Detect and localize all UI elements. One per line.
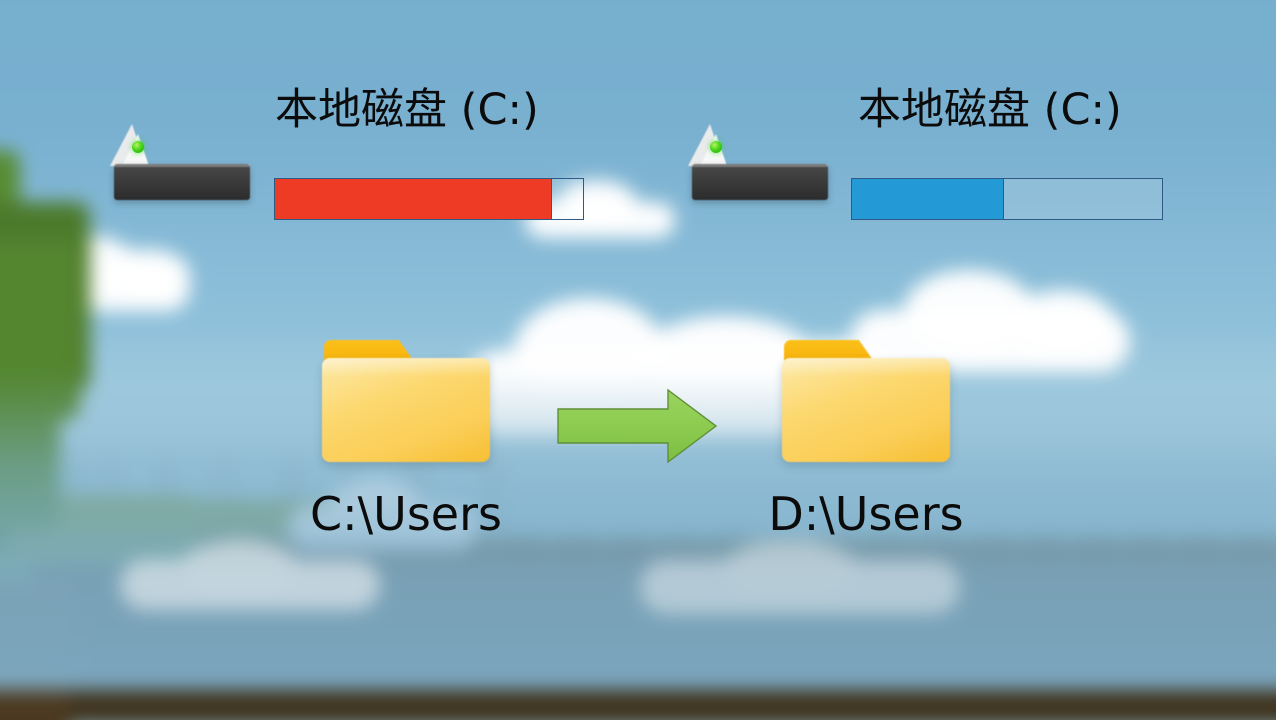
right-arrow-icon (556, 388, 718, 464)
hard-drive-icon (688, 124, 833, 210)
source-drive-capacity-meter (274, 178, 584, 220)
folder-body (782, 358, 950, 462)
target-folder-path-label: D:\Users (768, 487, 964, 541)
source-folder-path-label: C:\Users (310, 487, 502, 541)
green-led-indicator (132, 141, 144, 153)
target-drive-label: 本地磁盘 (C:) (858, 85, 1122, 135)
source-folder-icon (322, 340, 490, 462)
green-led-indicator (710, 141, 722, 153)
folder-body (322, 358, 490, 462)
target-drive-used-bar (852, 179, 1004, 219)
source-drive-used-bar (275, 179, 553, 219)
source-drive-label: 本地磁盘 (C:) (275, 85, 539, 135)
target-drive-capacity-meter (851, 178, 1163, 220)
hard-drive-icon (110, 124, 255, 210)
target-folder-icon (782, 340, 950, 462)
